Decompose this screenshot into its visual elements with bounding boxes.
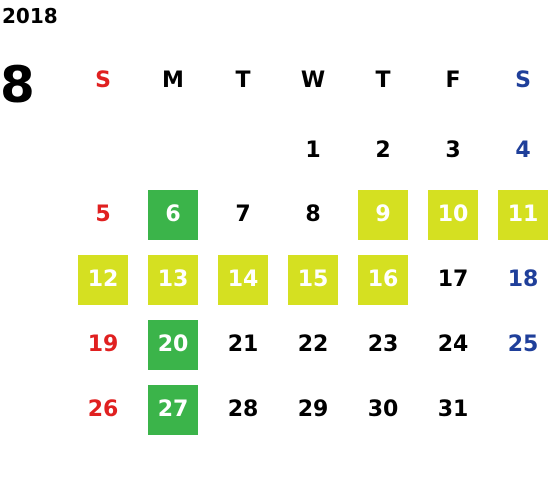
weekday-wednesday: W: [300, 68, 326, 93]
day-cell-26[interactable]: 26: [87, 397, 119, 422]
day-cell-15[interactable]: 15: [288, 255, 338, 305]
day-cell-6[interactable]: 6: [148, 190, 198, 240]
calendar-year: 2018: [2, 4, 58, 28]
day-cell-19[interactable]: 19: [87, 332, 119, 357]
weekday-sunday: S: [95, 68, 111, 93]
day-cell-4[interactable]: 4: [515, 138, 531, 163]
weekday-saturday: S: [515, 68, 531, 93]
calendar-month: 8: [0, 56, 35, 114]
day-cell-25[interactable]: 25: [507, 332, 539, 357]
day-cell-24[interactable]: 24: [437, 332, 469, 357]
day-cell-31[interactable]: 31: [437, 397, 469, 422]
day-cell-21[interactable]: 21: [227, 332, 259, 357]
day-cell-10[interactable]: 10: [428, 190, 478, 240]
day-cell-7[interactable]: 7: [235, 202, 251, 227]
weekday-thursday: T: [375, 68, 391, 93]
day-cell-27[interactable]: 27: [148, 385, 198, 435]
day-cell-3[interactable]: 3: [445, 138, 461, 163]
day-cell-17[interactable]: 17: [437, 267, 469, 292]
day-cell-13[interactable]: 13: [148, 255, 198, 305]
day-cell-22[interactable]: 22: [297, 332, 329, 357]
day-cell-12[interactable]: 12: [78, 255, 128, 305]
day-cell-28[interactable]: 28: [227, 397, 259, 422]
weekday-tuesday: T: [235, 68, 251, 93]
day-cell-29[interactable]: 29: [297, 397, 329, 422]
day-cell-30[interactable]: 30: [367, 397, 399, 422]
weekday-friday: F: [445, 68, 461, 93]
day-cell-1[interactable]: 1: [305, 138, 321, 163]
day-cell-5[interactable]: 5: [95, 202, 111, 227]
day-cell-11[interactable]: 11: [498, 190, 548, 240]
day-cell-20[interactable]: 20: [148, 320, 198, 370]
day-cell-16[interactable]: 16: [358, 255, 408, 305]
day-cell-8[interactable]: 8: [305, 202, 321, 227]
day-cell-14[interactable]: 14: [218, 255, 268, 305]
day-cell-9[interactable]: 9: [358, 190, 408, 240]
day-cell-18[interactable]: 18: [507, 267, 539, 292]
day-cell-2[interactable]: 2: [375, 138, 391, 163]
weekday-monday: M: [162, 68, 184, 93]
day-cell-23[interactable]: 23: [367, 332, 399, 357]
